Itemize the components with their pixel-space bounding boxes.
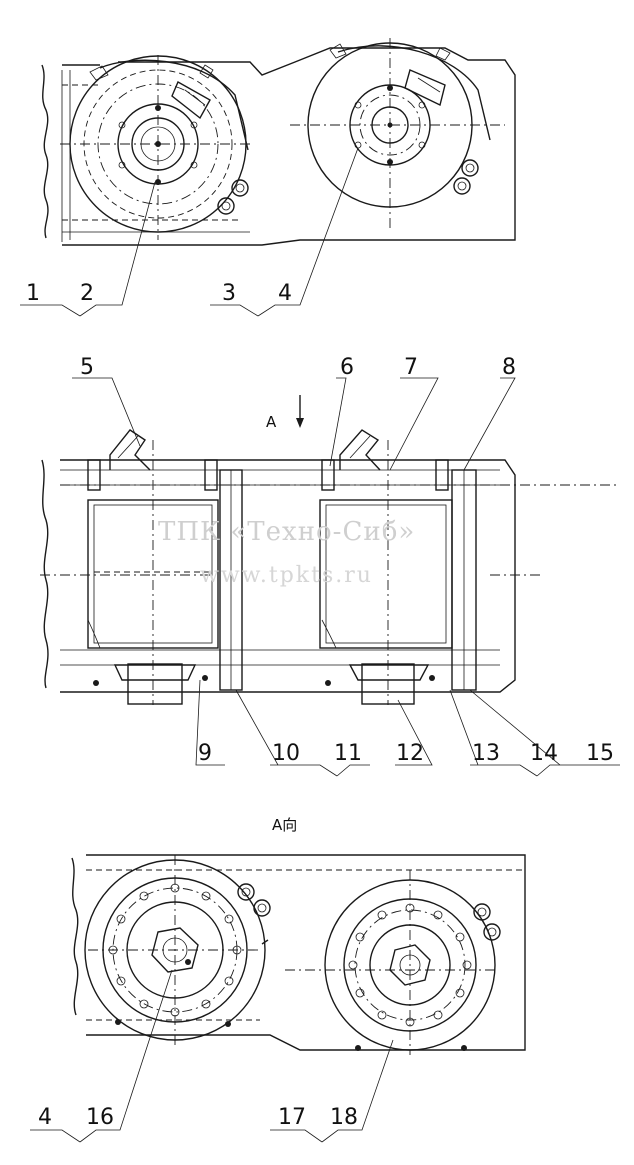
top-view — [20, 38, 516, 317]
watermark-url: www.tpkts.ru — [200, 563, 373, 588]
callout-12: 12 — [396, 741, 424, 766]
callout-3: 3 — [222, 281, 236, 306]
callout-1: 1 — [26, 281, 40, 306]
view-a — [30, 854, 526, 1143]
callout-4-view-a: 4 — [38, 1105, 52, 1130]
callout-10: 10 — [272, 741, 300, 766]
view-a-heading: A向 — [272, 816, 297, 834]
callout-16: 16 — [86, 1105, 114, 1130]
callout-15: 15 — [586, 741, 614, 766]
callout-6: 6 — [340, 355, 354, 380]
callout-11: 11 — [334, 741, 362, 766]
callout-17: 17 — [278, 1105, 306, 1130]
callout-8: 8 — [502, 355, 516, 380]
side-view — [40, 377, 620, 777]
callout-9: 9 — [198, 741, 212, 766]
direction-label-a: A — [266, 413, 277, 431]
right-flange-bolt-ring — [348, 903, 472, 1027]
callout-13: 13 — [472, 741, 500, 766]
callout-18: 18 — [330, 1105, 358, 1130]
callout-2: 2 — [80, 281, 94, 306]
callout-4: 4 — [278, 281, 292, 306]
watermark-company: ТПК «Техно-Сиб» — [158, 517, 415, 547]
callout-7: 7 — [404, 355, 418, 380]
left-flange-bolt-ring — [108, 883, 242, 1017]
callout-14: 14 — [530, 741, 558, 766]
callout-5: 5 — [80, 355, 94, 380]
